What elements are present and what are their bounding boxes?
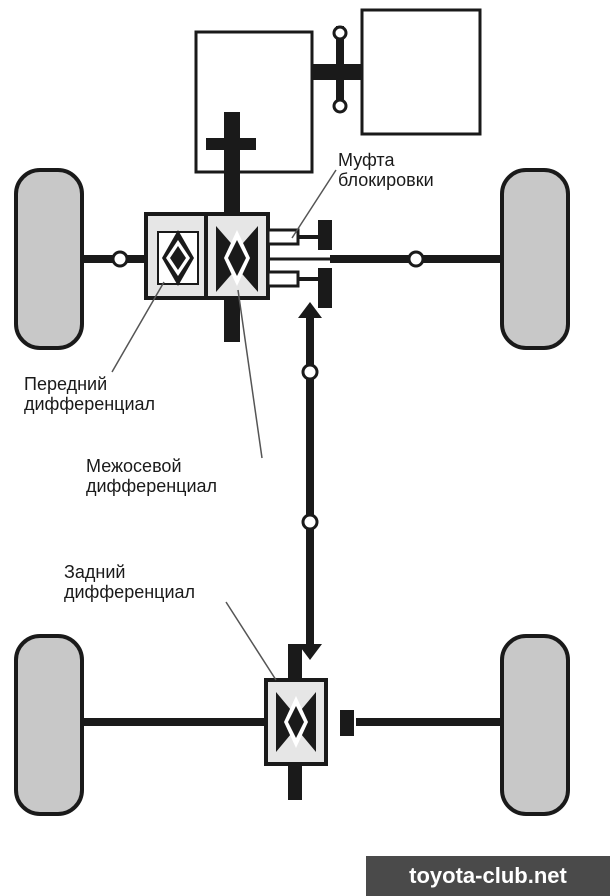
- center-diff-label-line1: Межосевой: [86, 456, 182, 476]
- rear-diff-label: Задний дифференциал: [64, 562, 195, 602]
- watermark: toyota-club.net: [366, 856, 610, 896]
- lock-clutch-label: Муфта блокировки: [338, 150, 434, 190]
- lock-clutch-label-line1: Муфта: [338, 150, 395, 170]
- engine-box: [194, 30, 314, 174]
- front-diff-label-line1: Передний: [24, 374, 108, 394]
- leader-line-front-diff: [111, 281, 165, 373]
- leader-line-center-diff: [237, 289, 263, 459]
- leader-line-lock-clutch: [291, 169, 337, 239]
- leader-line-rear-diff: [225, 601, 277, 681]
- engine-transmission-coupling: [312, 25, 362, 114]
- propeller-shaft: [298, 302, 322, 660]
- front-diff-label: Передний дифференциал: [24, 374, 155, 414]
- center-differential: [204, 212, 270, 300]
- rear-axle: [82, 710, 502, 736]
- front-right-wheel: [500, 168, 570, 350]
- rear-right-wheel: [500, 634, 570, 816]
- center-diff-label-line2: дифференциал: [86, 476, 218, 496]
- front-left-wheel: [14, 168, 84, 350]
- rear-left-wheel: [14, 634, 84, 816]
- transmission-box: [360, 8, 482, 136]
- lock-clutch-label-line2: блокировки: [338, 170, 434, 190]
- front-differential: [144, 212, 212, 300]
- front-diff-label-line2: дифференциал: [24, 394, 156, 414]
- center-diff-label: Межосевой дифференциал: [86, 456, 217, 496]
- lock-clutch: [266, 220, 332, 308]
- rear-diff-label-line1: Задний: [64, 562, 126, 582]
- rear-diff-label-line2: дифференциал: [64, 582, 196, 602]
- rear-differential: [264, 644, 328, 800]
